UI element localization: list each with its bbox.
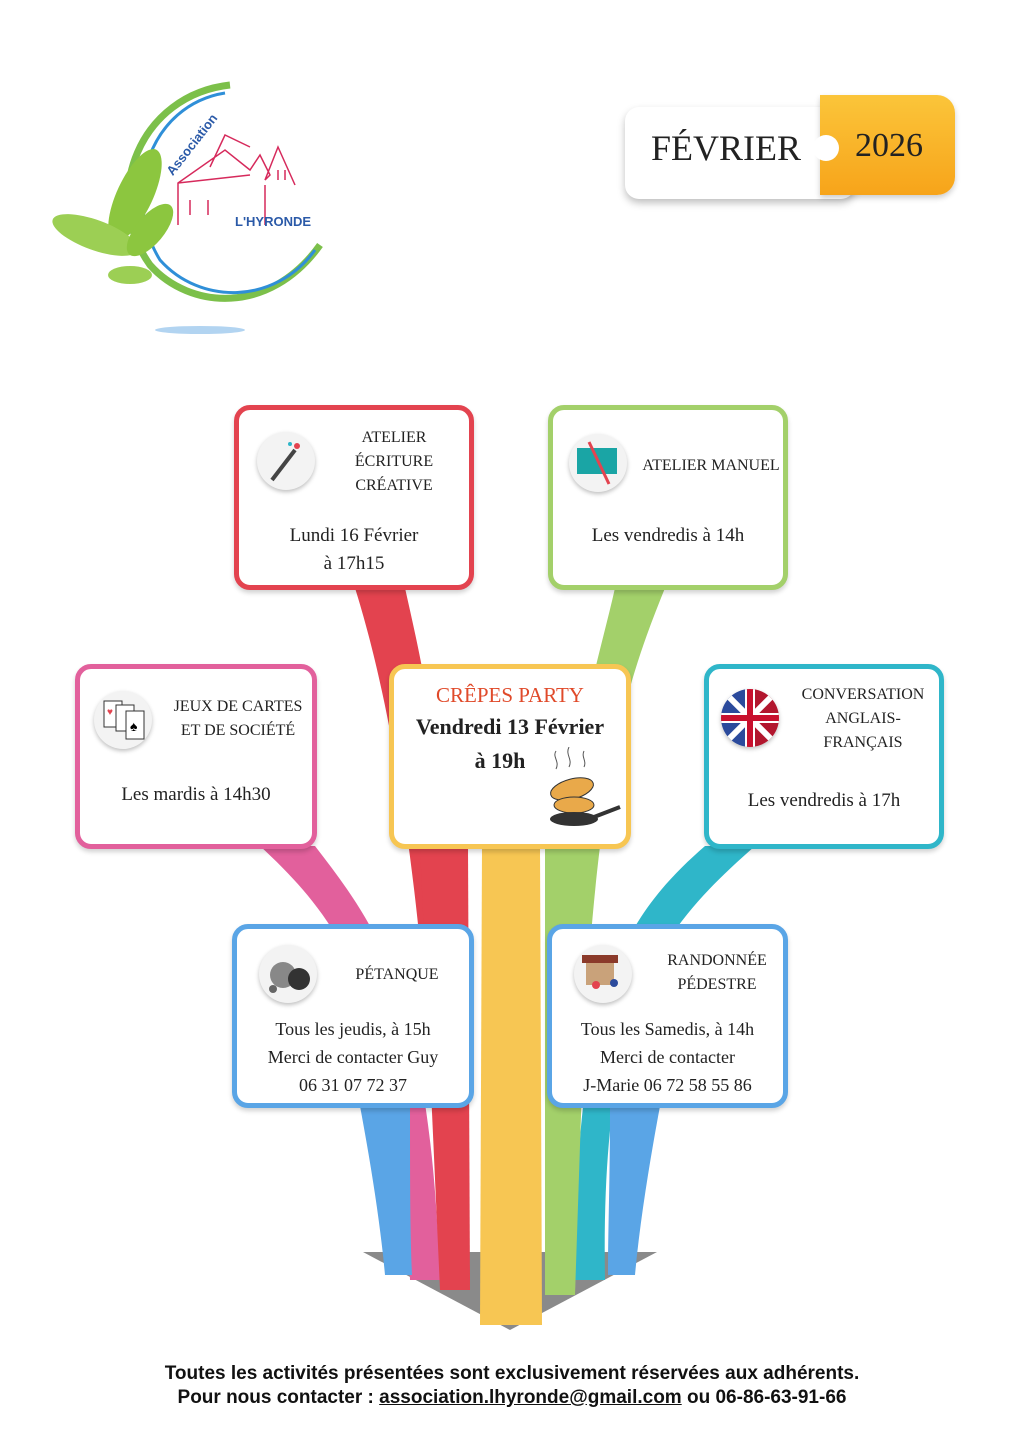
contact-or: ou <box>681 1387 716 1408</box>
activity-card-petanque: PÉTANQUE Tous les jeudis, à 15h Merci de… <box>232 924 474 1108</box>
activity-title: ATELIER ÉCRITURE CRÉATIVE <box>354 429 434 494</box>
contact-phone: 06-86-63-91-66 <box>715 1387 847 1408</box>
crepe-pan-icon <box>550 747 621 826</box>
activity-date: Lundi 16 Février <box>289 525 419 546</box>
event-title: CRÊPES PARTY <box>436 683 584 707</box>
logo-graphic <box>52 81 323 334</box>
svg-text:♠: ♠ <box>130 720 138 735</box>
svg-text:♥: ♥ <box>107 707 113 718</box>
association-logo: Association L'HYRONDE <box>50 75 340 345</box>
petanque-balls-icon <box>259 945 317 1003</box>
activity-schedule: Les vendredis à 14h <box>591 525 745 546</box>
activity-card-crepes-party: CRÊPES PARTY Vendredi 13 Février à 19h <box>389 664 631 849</box>
ribbon-yellow <box>480 846 542 1325</box>
activity-schedule: Les vendredis à 17h <box>747 790 901 811</box>
activity-phone: 06 31 07 72 37 <box>299 1075 407 1095</box>
activity-contact: Merci de contacter Guy <box>267 1047 439 1067</box>
activity-title: PÉTANQUE <box>355 966 439 983</box>
month-label: FÉVRIER <box>651 128 802 168</box>
uk-france-flag-icon <box>721 689 779 747</box>
logo-name-text: L'HYRONDE <box>235 214 312 229</box>
hikers-icon <box>574 945 632 1003</box>
activity-title: RANDONNÉE PÉDESTRE <box>667 952 767 993</box>
email-link[interactable]: association.lhyronde@gmail.com <box>379 1387 682 1408</box>
activity-card-ecriture: ATELIER ÉCRITURE CRÉATIVE Lundi 16 Févri… <box>234 405 474 590</box>
month-year-badge: FÉVRIER 2026 <box>625 95 955 200</box>
activity-title: ATELIER MANUEL <box>642 457 780 474</box>
activity-contact: Merci de contacter <box>600 1047 735 1067</box>
year-label: 2026 <box>855 127 923 164</box>
activity-card-conversation: CONVERSATION ANGLAIS-FRANÇAIS Les vendre… <box>704 664 944 849</box>
activity-schedule: Les mardis à 14h30 <box>121 784 271 805</box>
badge-notch <box>813 135 839 161</box>
footer: Toutes les activités présentées sont exc… <box>0 1362 1024 1410</box>
craft-tools-icon <box>569 434 627 492</box>
activity-title: CONVERSATION ANGLAIS-FRANÇAIS <box>801 686 925 751</box>
activity-schedule: Tous les Samedis, à 14h <box>580 1019 755 1039</box>
event-date: Vendredi 13 Février <box>415 714 605 739</box>
activity-card-manuel: ATELIER MANUEL Les vendredis à 14h <box>548 405 788 590</box>
contact-prefix: Pour nous contacter : <box>177 1387 380 1408</box>
activity-card-jeux: ♠♥ JEUX DE CARTES ET DE SOCIÉTÉ Les mard… <box>75 664 317 849</box>
contact-line: Pour nous contacter : association.lhyron… <box>0 1386 1024 1410</box>
activity-card-randonnee: RANDONNÉE PÉDESTRE Tous les Samedis, à 1… <box>547 924 788 1108</box>
event-time: à 19h <box>474 748 526 773</box>
activity-schedule: Tous les jeudis, à 15h <box>275 1019 431 1039</box>
ribbon-blue-left <box>360 1106 412 1275</box>
members-only-notice: Toutes les activités présentées sont exc… <box>164 1363 860 1384</box>
activity-phone: J-Marie 06 72 58 55 86 <box>583 1075 752 1095</box>
activity-title: JEUX DE CARTES ET DE SOCIÉTÉ <box>173 698 303 739</box>
year-panel <box>820 95 955 195</box>
ribbon-blue-right <box>608 1106 660 1275</box>
activity-time: à 17h15 <box>323 553 385 574</box>
pencil-icon <box>257 432 315 490</box>
playing-cards-icon: ♠♥ <box>94 691 152 749</box>
